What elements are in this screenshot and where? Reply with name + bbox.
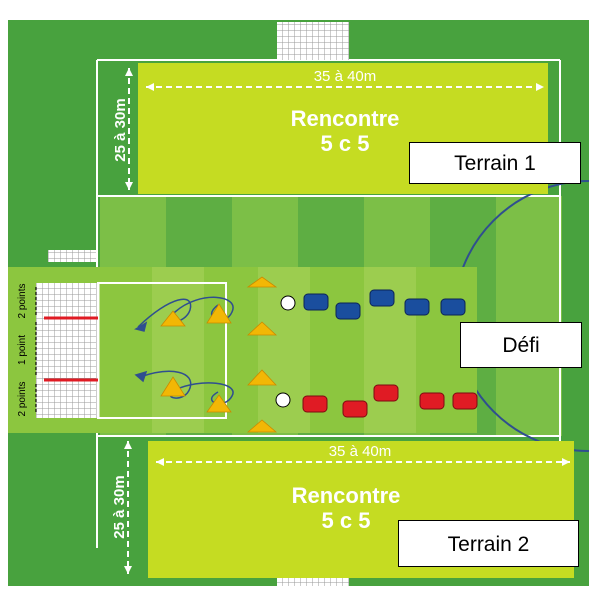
defi-zone bbox=[8, 267, 478, 433]
field-bottom bbox=[124, 441, 574, 578]
goal-label-top: 2 points bbox=[17, 283, 28, 318]
bottom-field-title-2: 5 c 5 bbox=[322, 508, 371, 533]
defi-goal-net bbox=[36, 283, 98, 418]
top-field-title-1: Rencontre bbox=[291, 106, 400, 131]
goal-label-bottom: 2 points bbox=[17, 381, 28, 416]
goal-label-middle: 1 point bbox=[17, 335, 28, 365]
cones bbox=[160, 276, 278, 433]
defi-caption: Défi bbox=[460, 322, 582, 368]
bottom-field-title-1: Rencontre bbox=[292, 483, 401, 508]
bottom-width-label: 35 à 40m bbox=[329, 443, 392, 460]
team-red bbox=[302, 384, 478, 418]
bottom-goal-net bbox=[277, 578, 349, 586]
team-blue bbox=[303, 289, 466, 320]
bottom-height-label: 25 à 30m bbox=[111, 475, 128, 538]
terrain-1-caption: Terrain 1 bbox=[409, 142, 581, 184]
top-goal-net bbox=[277, 22, 349, 60]
top-field-title-2: 5 c 5 bbox=[321, 131, 370, 156]
top-width-label: 35 à 40m bbox=[314, 68, 377, 85]
terrain-2-caption: Terrain 2 bbox=[398, 520, 579, 567]
top-height-label: 25 à 30m bbox=[112, 98, 129, 161]
side-goal-net-small bbox=[48, 250, 96, 262]
ball-red-line bbox=[275, 392, 291, 408]
ball-blue-line bbox=[280, 295, 296, 311]
